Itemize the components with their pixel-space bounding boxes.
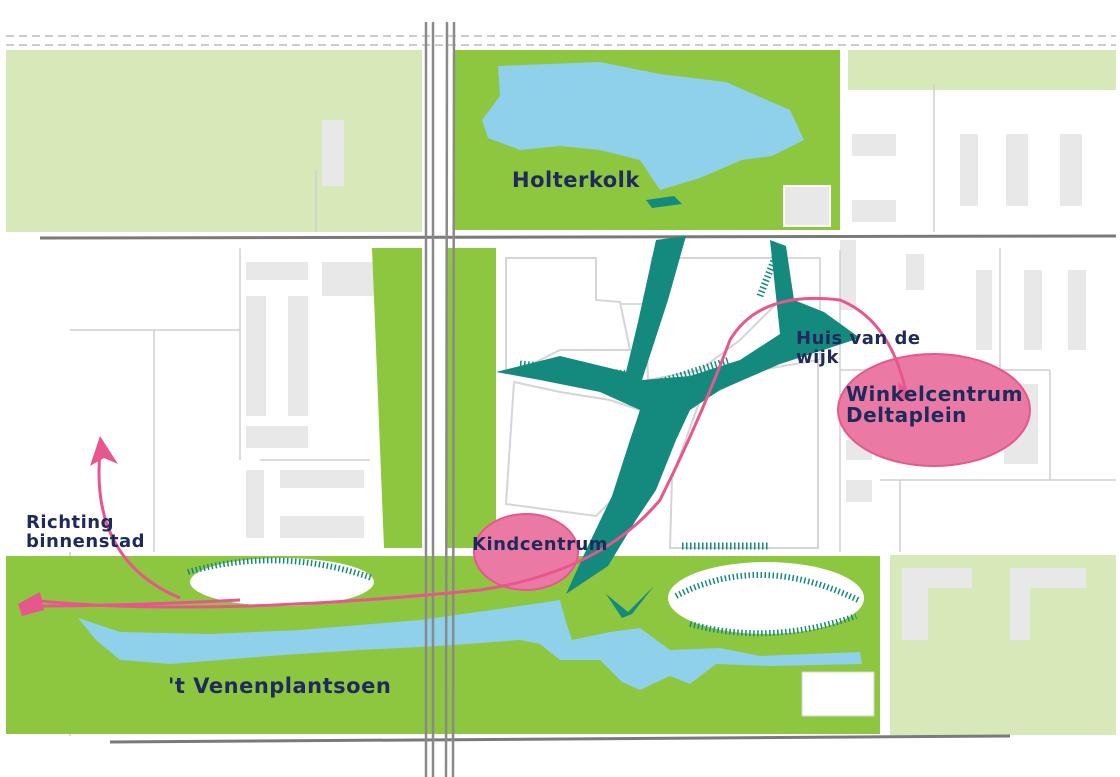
teal-green-corridor <box>496 196 860 618</box>
park-central-strip <box>372 248 422 548</box>
label-holterkolk: Holterkolk <box>512 168 640 192</box>
water-holterkolk <box>482 62 804 190</box>
central-buildings <box>504 257 819 549</box>
oval-west <box>190 558 374 606</box>
label-winkelcentrum: Winkelcentrum Deltaplein <box>846 382 1023 427</box>
label-huis-van-de-wijk: Huis van de wijk <box>796 328 921 368</box>
building-blocks <box>246 120 1086 640</box>
label-venenplantsoen: 't Venenplantsoen <box>168 674 392 698</box>
label-kindcentrum: Kindcentrum <box>472 534 609 555</box>
road-horizontal-north <box>39 234 1117 240</box>
arrow-heads <box>18 382 914 616</box>
pink-zone-winkelcentrum <box>837 353 1031 467</box>
hatching <box>187 248 860 637</box>
light-green-zone-top-right <box>848 50 1116 90</box>
label-richting-binnenstad: Richting binnenstad <box>26 512 146 552</box>
light-green-zone-top-left <box>6 50 422 232</box>
road-horizontal-south <box>109 734 1011 744</box>
building-north-small <box>783 185 831 227</box>
rail-line <box>424 21 456 777</box>
dashed-border <box>6 35 1116 46</box>
water-venenplantsoen <box>78 600 862 690</box>
building-south-small <box>801 671 875 717</box>
pink-route-arrow <box>29 296 908 609</box>
